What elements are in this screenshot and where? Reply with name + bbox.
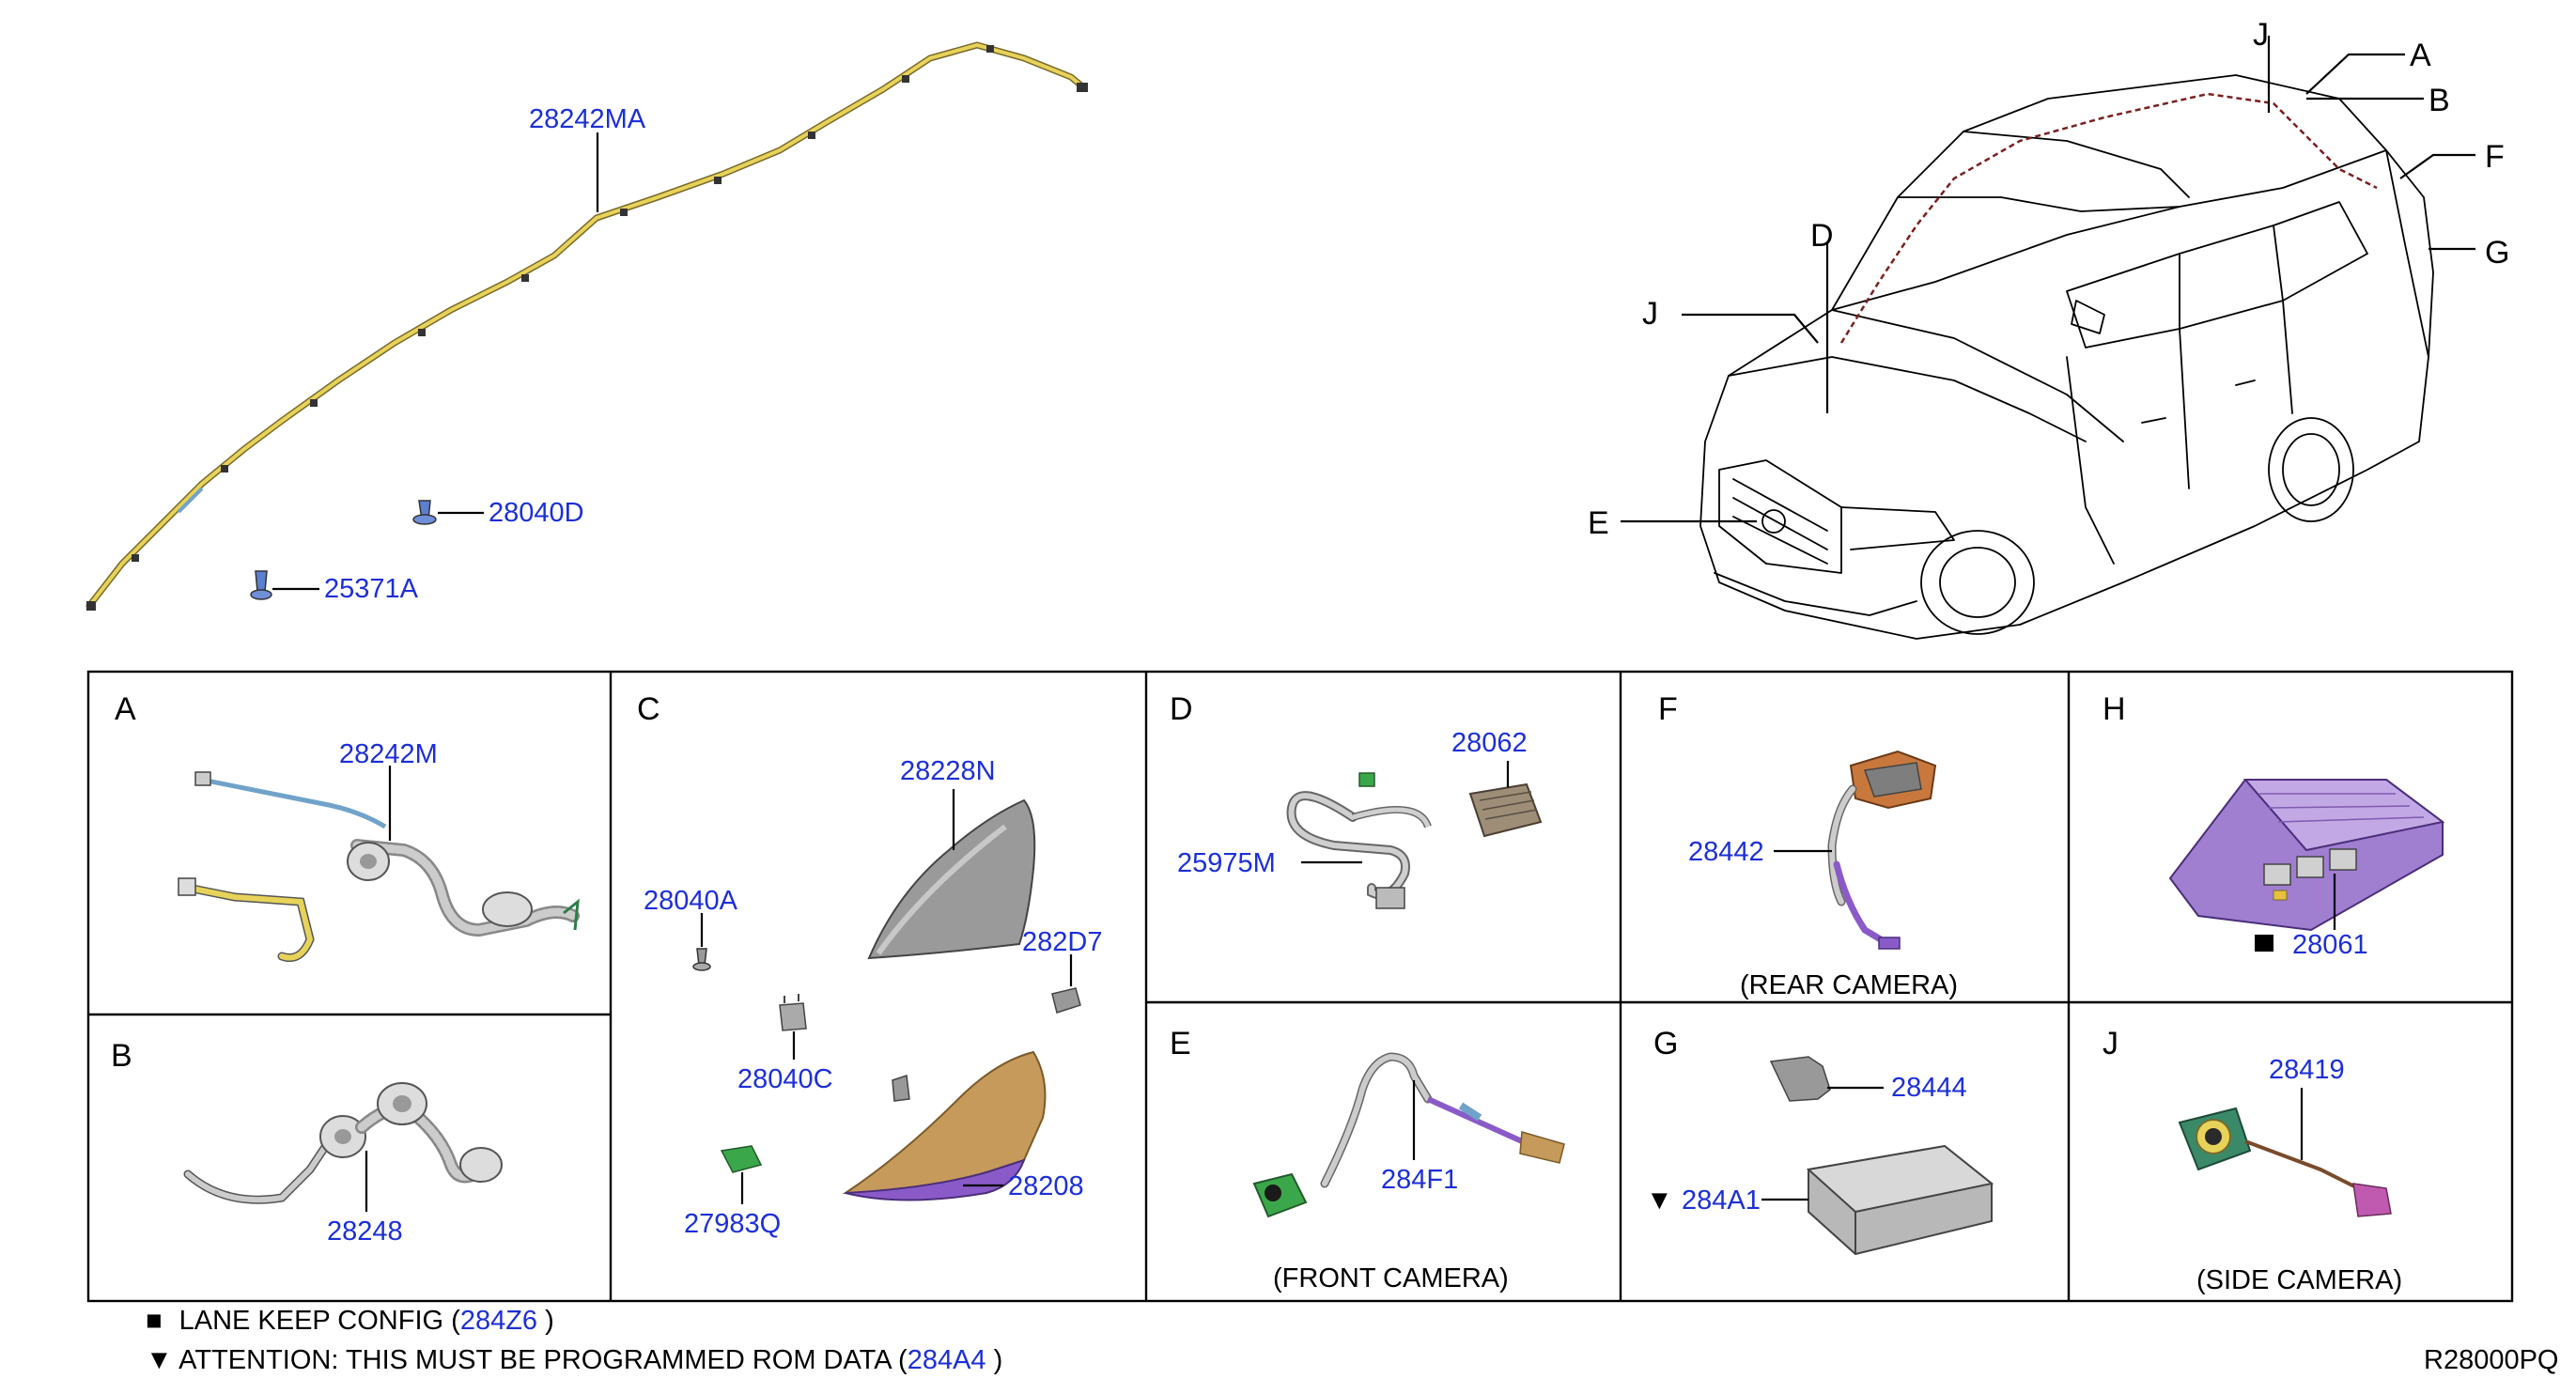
part-number-284Z6[interactable]: 284Z6 xyxy=(459,1306,538,1336)
callout-E[interactable]: E xyxy=(1588,505,1609,541)
legend-rom-data-text: ATTENTION: THIS MUST BE PROGRAMMED ROM D… xyxy=(178,1345,908,1375)
part-number-25371A[interactable]: 25371A xyxy=(324,574,419,604)
main-harness-illustration xyxy=(85,41,1088,611)
panel-label-C: C xyxy=(637,691,660,727)
legend-rom-data-close: ) xyxy=(985,1345,1003,1375)
panel-label-D: D xyxy=(1170,691,1193,727)
part-number-28419[interactable]: 28419 xyxy=(2269,1055,2345,1085)
part-number-28442[interactable]: 28442 xyxy=(1688,837,1764,867)
clip-28040D-illustration xyxy=(412,500,484,525)
panel-label-H: H xyxy=(2103,691,2126,727)
part-number-28208[interactable]: 28208 xyxy=(1008,1171,1084,1201)
callout-F[interactable]: F xyxy=(2485,139,2505,175)
caption-front-camera: (FRONT CAMERA) xyxy=(1273,1263,1509,1293)
part-number-28040C[interactable]: 28040C xyxy=(737,1064,833,1094)
panel-label-J: J xyxy=(2103,1026,2118,1061)
callout-G[interactable]: G xyxy=(2485,235,2509,271)
panel-D-illustration xyxy=(1286,761,1543,909)
panel-G-illustration xyxy=(1761,1056,1994,1256)
panel-C-illustration xyxy=(692,789,1081,1204)
part-number-28248[interactable]: 28248 xyxy=(327,1216,403,1247)
part-number-28061[interactable]: 28061 xyxy=(2292,930,2368,960)
legend-rom-data: ▼ ATTENTION: THIS MUST BE PROGRAMMED ROM… xyxy=(146,1345,1002,1376)
panel-F-illustration xyxy=(1774,750,1937,950)
legend-symbol-triangle: ▼ xyxy=(146,1345,173,1375)
panel-E-illustration xyxy=(1252,1052,1565,1218)
bolt-25371A-illustration xyxy=(250,570,319,600)
panel-J-illustration xyxy=(2178,1088,2392,1217)
legend-lane-keep-close: ) xyxy=(537,1306,554,1336)
vehicle-illustration xyxy=(1699,74,2434,640)
panel-label-E: E xyxy=(1170,1026,1191,1061)
part-number-27983Q[interactable]: 27983Q xyxy=(684,1209,781,1239)
caption-side-camera: (SIDE CAMERA) xyxy=(2196,1265,2402,1295)
part-number-28228N[interactable]: 28228N xyxy=(900,756,996,786)
panel-H-illustration xyxy=(2168,779,2445,952)
part-number-282D7[interactable]: 282D7 xyxy=(1022,927,1102,957)
part-number-28040A[interactable]: 28040A xyxy=(644,886,738,916)
caption-rear-camera: (REAR CAMERA) xyxy=(1740,970,1958,1000)
part-number-284A4[interactable]: 284A4 xyxy=(907,1345,986,1375)
part-number-28062[interactable]: 28062 xyxy=(1451,728,1528,758)
detail-grid xyxy=(86,670,2514,1303)
callout-A[interactable]: A xyxy=(2410,38,2431,73)
callout-J[interactable]: J xyxy=(1642,296,1658,332)
part-number-25975M[interactable]: 25975M xyxy=(1177,848,1276,878)
vehicle-leader-lines xyxy=(1621,36,2475,523)
part-number-28242MA[interactable]: 28242MA xyxy=(529,104,646,134)
callout-B[interactable]: B xyxy=(2429,83,2450,118)
panel-label-F: F xyxy=(1658,691,1678,727)
diagram-code: R28000PQ xyxy=(2424,1345,2559,1375)
part-number-284A1[interactable]: 284A1 xyxy=(1682,1185,1761,1216)
panel-B-illustration xyxy=(183,1082,503,1212)
panel-label-B: B xyxy=(111,1038,132,1074)
legend-lane-keep: ■ LANE KEEP CONFIG (284Z6 ) xyxy=(146,1306,554,1337)
part-number-28444[interactable]: 28444 xyxy=(1891,1073,1967,1103)
panel-label-G: G xyxy=(1653,1026,1678,1061)
vehicle-harness-route xyxy=(1839,92,2378,344)
part-number-28040D[interactable]: 28040D xyxy=(489,498,584,528)
symbol-rom-marker: ▼ xyxy=(1646,1185,1673,1216)
part-number-28242M[interactable]: 28242M xyxy=(339,739,438,769)
panel-label-A: A xyxy=(115,691,136,727)
legend-symbol-square: ■ xyxy=(146,1306,163,1336)
callout-D[interactable]: D xyxy=(1810,218,1834,254)
part-number-284F1[interactable]: 284F1 xyxy=(1381,1165,1458,1195)
legend-lane-keep-text: LANE KEEP CONFIG ( xyxy=(178,1306,460,1336)
callout-C[interactable]: J xyxy=(2253,17,2269,53)
panel-A-illustration xyxy=(178,766,580,962)
